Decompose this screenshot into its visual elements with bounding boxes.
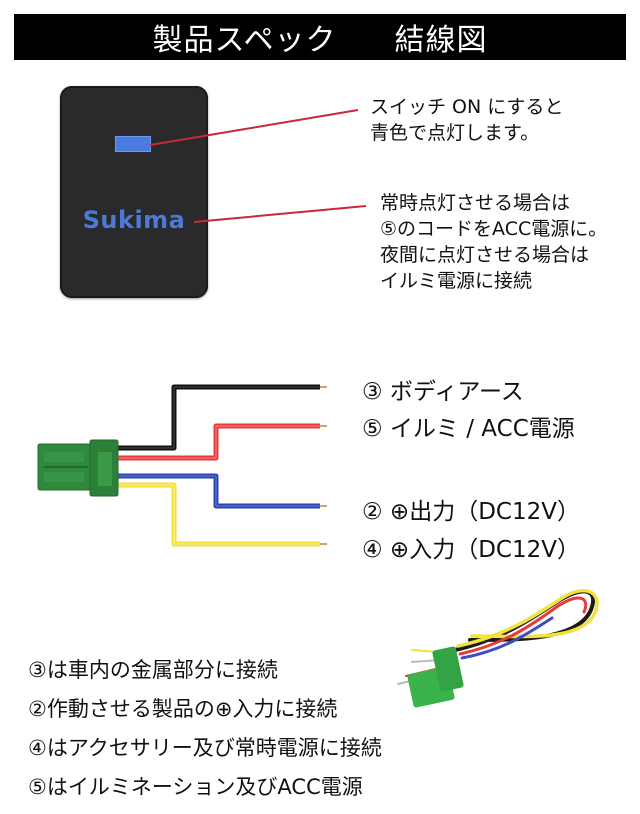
instruction-item: ③は車内の金属部分に接続 <box>28 658 278 682</box>
wire-label-4: ④ ⊕入力（DC12V） <box>362 537 580 563</box>
wire-label-3: ③ ボディアース <box>362 379 524 405</box>
title-product-spec: 製品スペック <box>152 23 337 58</box>
wire-4-yellow <box>116 482 320 547</box>
instruction-item: ⑤はイルミネーション及びACC電源 <box>28 775 363 799</box>
callout-line-logo <box>193 205 367 223</box>
connector <box>37 439 119 497</box>
harness-photo <box>397 588 599 708</box>
device-logo: Sukima <box>82 206 186 234</box>
wire-label-2: ② ⊕出力（DC12V） <box>362 499 580 525</box>
instruction-item: ④はアクセサリー及び常時電源に接続 <box>28 736 382 760</box>
note-line: イルミ電源に接続 <box>380 270 533 292</box>
wire-3-black <box>116 384 320 451</box>
note-lighting-mode: 常時点灯させる場合は ⑤のコードをACC電源に。 夜間に点灯させる場合は イルミ… <box>380 190 607 294</box>
wire-tips <box>320 386 327 545</box>
note-line: 常時点灯させる場合は <box>380 192 571 214</box>
callout-line-led <box>149 109 359 146</box>
note-line: ⑤のコードをACC電源に。 <box>380 218 608 240</box>
wire-2-blue <box>116 473 320 509</box>
header-banner: 製品スペック 結線図 <box>14 14 626 60</box>
note-line: 夜間に点灯させる場合は <box>380 244 590 266</box>
title-wiring-diagram: 結線図 <box>394 23 488 58</box>
wire-5-red <box>116 423 320 461</box>
switch-device-image: Sukima <box>60 86 208 298</box>
wire-label-5: ⑤ イルミ / ACC電源 <box>362 416 575 442</box>
note-led: スイッチ ON にすると 青色で点灯します。 <box>370 94 563 146</box>
instruction-item: ②作動させる製品の⊕入力に接続 <box>28 697 338 721</box>
note-line: スイッチ ON にすると <box>370 96 564 118</box>
note-line: 青色で点灯します。 <box>370 122 540 144</box>
